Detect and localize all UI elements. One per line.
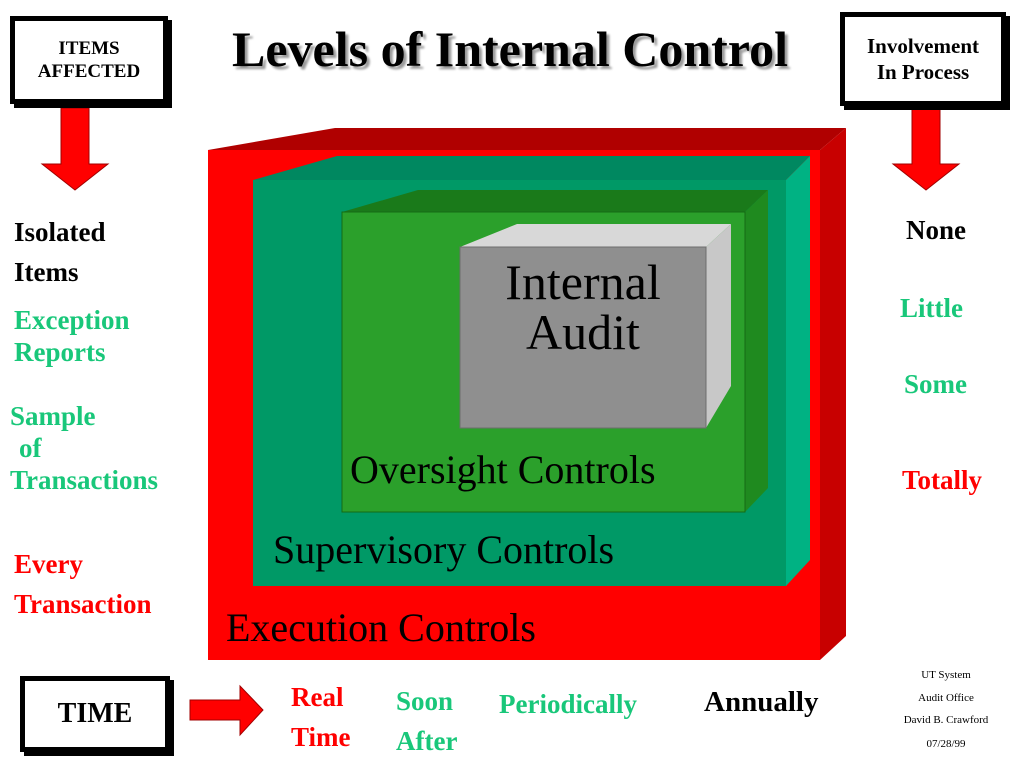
supervisory-controls-label: Supervisory Controls — [273, 527, 615, 572]
periodically-label: Periodically — [499, 689, 637, 719]
every-line1: Every — [14, 549, 83, 579]
time-label: TIME — [57, 698, 133, 729]
soon-line2: After — [396, 726, 458, 756]
audit-box-side — [706, 224, 731, 428]
isolated-line2: Items — [14, 257, 79, 287]
isolated-line1: Isolated — [14, 217, 106, 247]
execution-controls-label: Execution Controls — [226, 605, 536, 650]
execution-box-top — [208, 128, 846, 150]
exception-line1: Exception — [14, 305, 130, 335]
involvement-arrow-icon — [891, 107, 961, 191]
every-line2: Transaction — [14, 589, 152, 619]
sample-line1: Sample — [10, 401, 96, 431]
involvement-box: Involvement In Process — [840, 12, 1006, 106]
sample-line3: Transactions — [10, 465, 159, 495]
items-affected-line1: ITEMS — [58, 38, 120, 59]
isolated-items-label: Isolated Items — [14, 212, 106, 292]
involvement-totally: Totally — [902, 465, 983, 495]
time-box: TIME — [20, 676, 170, 752]
exception-reports-label: Exception Reports — [14, 304, 130, 368]
items-affected-line2: AFFECTED — [37, 61, 141, 82]
supervisory-box-top — [253, 156, 810, 180]
time-arrow-icon — [189, 684, 264, 737]
every-transaction-label: Every Transaction — [14, 544, 152, 624]
oversight-controls-label: Oversight Controls — [350, 447, 656, 492]
involvement-little: Little — [900, 293, 963, 323]
internal-audit-label: Internal Audit — [460, 257, 706, 357]
soon-after-label: Soon After — [396, 681, 457, 761]
execution-box-side — [820, 128, 846, 660]
involvement-line1: Involvement — [867, 34, 979, 58]
involvement-none: None — [906, 215, 966, 245]
internal-audit-line1: Internal — [505, 254, 661, 310]
real-line2: Time — [291, 722, 351, 752]
involvement-some: Some — [904, 369, 967, 399]
exception-line2: Reports — [14, 337, 106, 367]
sample-line2: of — [19, 433, 42, 463]
items-affected-arrow-icon — [40, 107, 110, 191]
items-affected-box: ITEMS AFFECTED — [10, 16, 168, 104]
slide-title: Levels of Internal Control — [232, 21, 788, 77]
annually-label: Annually — [704, 686, 819, 718]
sample-transactions-label: Sample of Transactions — [10, 400, 158, 496]
credit-line3: David B. Crawford — [903, 714, 989, 726]
real-line1: Real — [291, 682, 344, 712]
real-time-label: Real Time — [291, 677, 351, 757]
credit-line4: 07/28/99 — [926, 738, 966, 750]
supervisory-box-side — [786, 156, 810, 586]
oversight-box-side — [745, 190, 768, 512]
oversight-box-top — [342, 190, 768, 212]
soon-line1: Soon — [396, 686, 454, 716]
involvement-line2: In Process — [876, 60, 970, 84]
internal-audit-line2: Audit — [526, 304, 640, 360]
audit-box-front — [459, 246, 707, 429]
audit-box-top — [460, 224, 731, 247]
credit-line1: UT System — [921, 669, 971, 681]
credit-line2: Audit Office — [918, 692, 974, 704]
